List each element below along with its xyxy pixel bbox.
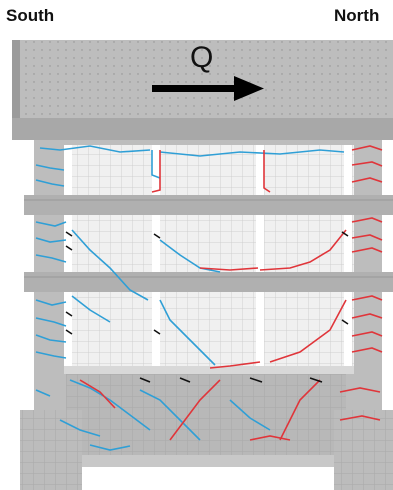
floor-beams	[24, 195, 393, 374]
wall-columns	[64, 145, 352, 373]
wall-body	[34, 140, 382, 455]
cracks-black	[65, 231, 349, 383]
load-label: Q	[190, 41, 213, 74]
loading-beam	[12, 40, 393, 140]
right-arrow-icon	[152, 76, 264, 101]
cracks-blue	[35, 145, 345, 451]
south-label: South	[6, 6, 55, 25]
cracks-red	[79, 145, 383, 441]
foundation	[20, 410, 393, 490]
north-label: North	[334, 6, 380, 25]
